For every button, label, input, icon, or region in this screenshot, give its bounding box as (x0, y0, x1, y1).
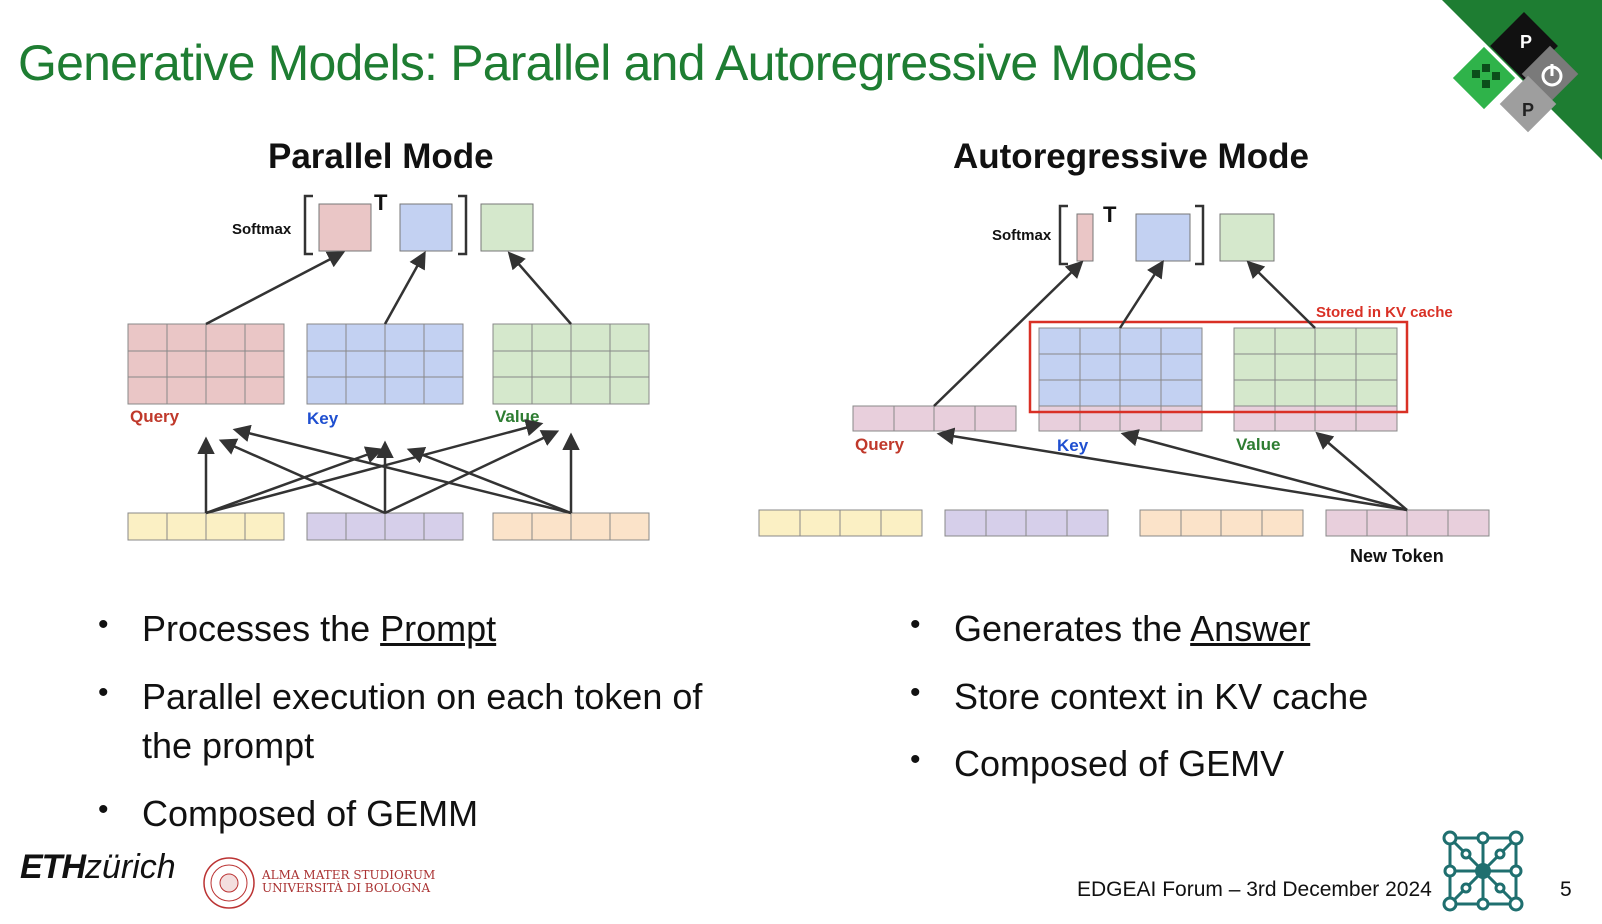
bullet-kv-cache: Store context in KV cache (910, 672, 1510, 722)
parallel-query-matrix (127, 323, 285, 405)
parallel-value-label: Value (495, 407, 539, 426)
parallel-value-block (480, 203, 534, 252)
autoregressive-diagram: Softmax T Stored in KV cache Query (758, 202, 1490, 566)
prompt-underlined: Prompt (380, 608, 497, 649)
eth-zurich-logo: ETHzürich (20, 848, 176, 886)
auto-query-label: Query (855, 435, 905, 454)
parallel-query-label: Query (130, 407, 180, 426)
auto-key-matrix (1038, 327, 1203, 432)
unibo-seal-icon (203, 857, 255, 909)
auto-key-label: Key (1057, 436, 1089, 455)
slide-title: Generative Models: Parallel and Autoregr… (18, 35, 1197, 91)
unibo-text: ALMA MATER STUDIORUM UNIVERSITÀ DI BOLOG… (262, 868, 436, 895)
auto-token-orange (1139, 509, 1304, 537)
parallel-diagram: Softmax T Query Key Value (127, 190, 650, 541)
auto-new-token (1325, 509, 1490, 537)
autoregressive-mode-title: Autoregressive Mode (953, 137, 1309, 176)
new-token-label: New Token (1350, 546, 1444, 566)
page-number: 5 (1560, 878, 1572, 901)
auto-softmax-label: Softmax (992, 227, 1052, 244)
bullet-parallel-execution: Parallel execution on each token of the … (98, 672, 738, 771)
answer-underlined: Answer (1190, 608, 1311, 649)
parallel-mode-title: Parallel Mode (268, 137, 494, 176)
parallel-bullets: Processes the Prompt Parallel execution … (98, 604, 738, 857)
auto-transpose-label: T (1103, 202, 1117, 227)
parallel-token-orange (492, 512, 650, 541)
parallel-key-matrix (306, 323, 464, 405)
auto-query-row (852, 405, 1017, 432)
auto-token-yellow (758, 509, 923, 537)
parallel-transpose-label: T (374, 190, 388, 215)
parallel-token-purple (306, 512, 464, 541)
corner-logo: P P (1442, 0, 1602, 160)
auto-token-purple (944, 509, 1109, 537)
parallel-token-yellow (127, 512, 285, 541)
logo-letter-p-bottom: P (1522, 100, 1534, 120)
bullet-generates-answer: Generates the Answer (910, 604, 1510, 654)
auto-value-block (1219, 213, 1275, 262)
parallel-softmax-key-block (399, 203, 453, 252)
parallel-key-label: Key (307, 409, 339, 428)
autoregressive-bullets: Generates the Answer Store context in KV… (910, 604, 1510, 807)
auto-softmax-query-block (1076, 213, 1094, 262)
network-chip-icon (1442, 830, 1524, 912)
event-footer: EDGEAI Forum – 3rd December 2024 (1077, 878, 1432, 901)
bullet-processes-prompt: Processes the Prompt (98, 604, 738, 654)
auto-softmax-key-block (1135, 213, 1191, 262)
parallel-softmax-label: Softmax (232, 221, 292, 238)
parallel-value-matrix (492, 323, 650, 405)
kv-cache-label: Stored in KV cache (1316, 304, 1453, 321)
bullet-composed-gemm: Composed of GEMM (98, 789, 738, 839)
logo-letter-p-top: P (1520, 32, 1532, 52)
kv-cache-box (1028, 320, 1409, 414)
parallel-softmax-query-block (318, 203, 372, 252)
bullet-composed-gemv: Composed of GEMV (910, 739, 1510, 789)
auto-value-label: Value (1236, 435, 1280, 454)
auto-value-matrix (1233, 327, 1398, 432)
